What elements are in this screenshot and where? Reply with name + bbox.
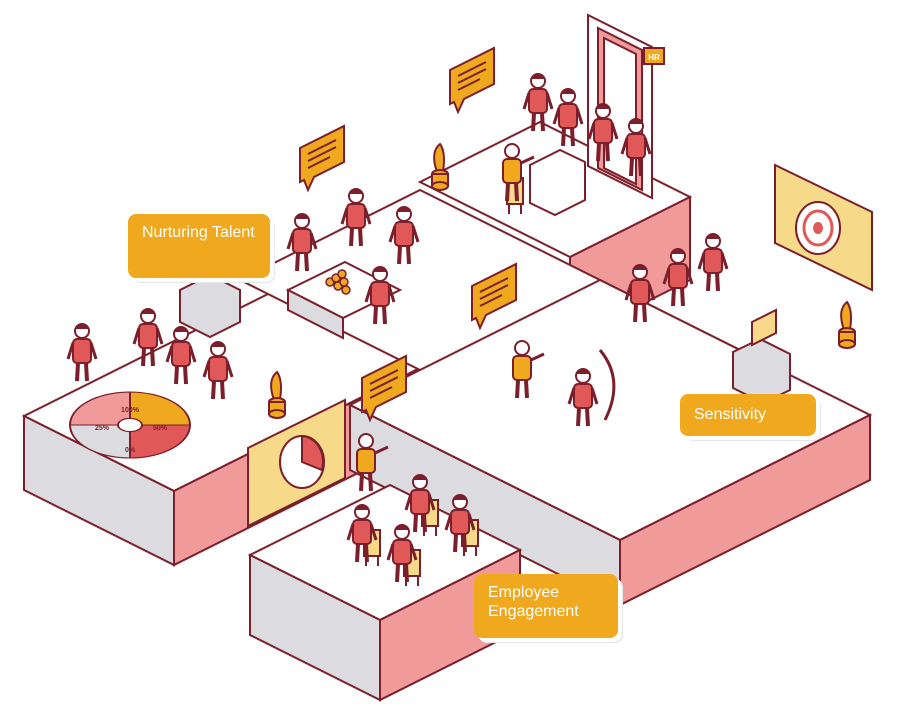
pie-label-25: 25%: [95, 425, 110, 432]
bow-icon: [598, 349, 616, 421]
pie-label-100: 100%: [121, 407, 140, 414]
nurturing-talent-label: Nurturing Talent: [128, 214, 270, 278]
sensitivity-label: Sensitivity: [680, 394, 816, 436]
target-board: [774, 163, 873, 292]
pie-label-0: 0%: [125, 447, 136, 454]
computer-desk: [732, 308, 791, 405]
speech-bubble-icon: [299, 125, 345, 191]
floor-pie-chart: [68, 391, 192, 459]
pie-label-50: 50%: [153, 425, 168, 432]
monitor-icon: [751, 308, 777, 347]
employee-engagement-label: Employee Engagement: [474, 574, 618, 638]
speech-bubble-icon: [449, 47, 495, 113]
presentation-board: [247, 398, 346, 528]
hr-sign: [643, 47, 665, 65]
plant-icon: [838, 301, 856, 349]
oranges-icon: [325, 269, 351, 295]
meeting-table: [285, 260, 403, 340]
hr-sign-text: HR: [648, 53, 660, 62]
plant-icon: [431, 143, 449, 191]
hr-desk: [501, 142, 586, 217]
